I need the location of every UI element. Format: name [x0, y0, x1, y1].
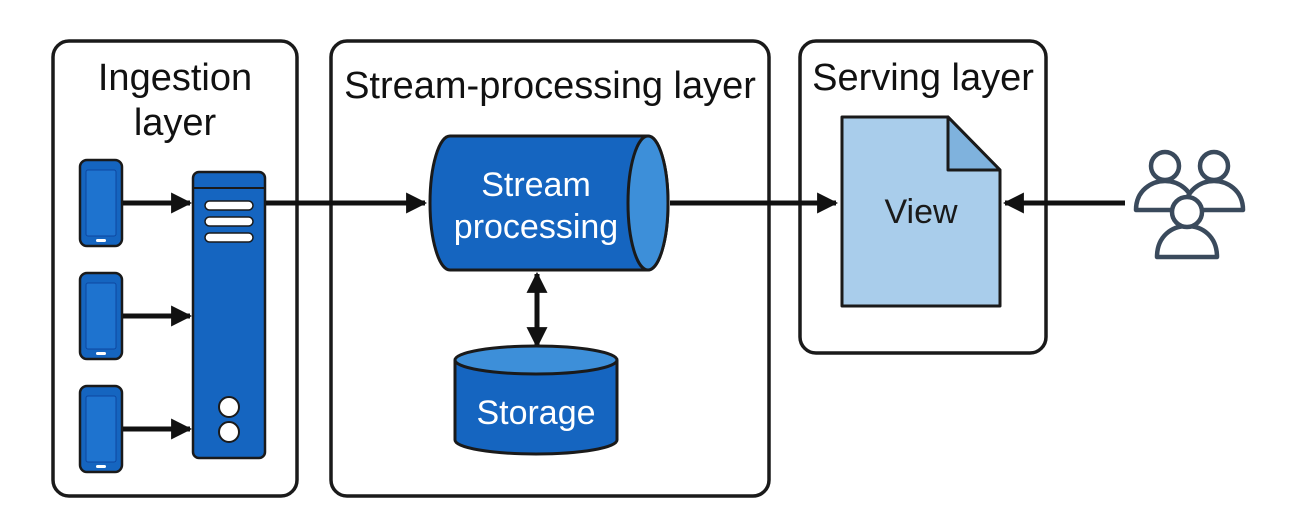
ingestion-layer-title-line1: Ingestion: [98, 57, 252, 99]
stream-processing-node: [428, 134, 670, 272]
users-group-icon: [1133, 149, 1246, 260]
smartphone-icon: [78, 158, 124, 248]
view-document-icon: [840, 115, 1002, 308]
smartphone-icon: [78, 271, 124, 361]
serving-layer-title: Serving layer: [812, 57, 1034, 99]
stream-processing-label-line2: processing: [454, 208, 618, 246]
stream-processing-layer-title: Stream-processing layer: [344, 65, 756, 107]
view-label: View: [884, 193, 958, 231]
server-icon: [191, 170, 267, 460]
storage-node: [453, 344, 619, 456]
stream-processing-label-line1: Stream: [481, 166, 591, 204]
smartphone-icon: [78, 384, 124, 474]
ingestion-layer-title-line2: layer: [134, 102, 217, 144]
storage-label: Storage: [476, 394, 595, 432]
